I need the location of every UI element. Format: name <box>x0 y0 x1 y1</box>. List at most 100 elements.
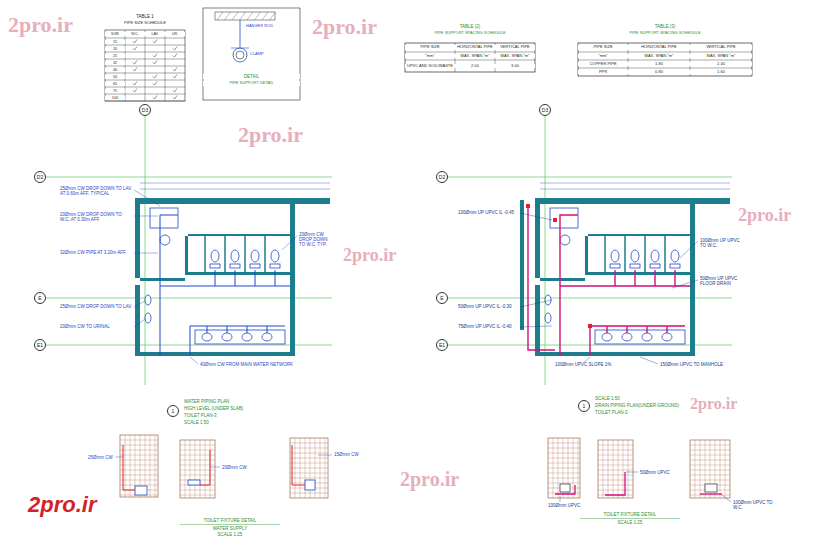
leader-line <box>318 455 332 456</box>
leader-line <box>134 301 145 307</box>
wall <box>520 200 524 330</box>
tile-joint <box>290 493 328 494</box>
tile-joint <box>120 475 158 476</box>
tile-joint <box>690 465 730 466</box>
tile-joint <box>598 465 633 466</box>
grid-label: 1 <box>583 404 586 409</box>
table-rule <box>105 66 185 67</box>
grid-label: D3 <box>142 108 148 113</box>
annotation-text: MAX. SPAN "m" <box>628 54 690 59</box>
dimension-line <box>140 189 330 190</box>
floor-drain <box>560 235 570 245</box>
annotation-text: 32 <box>105 61 125 65</box>
tile-joint <box>290 463 328 464</box>
leader-line <box>134 190 160 206</box>
toilet-symbol <box>671 250 679 262</box>
annotation-text: TOILET FIXTURE DETAIL <box>180 518 280 523</box>
watermark: 2pro.ir <box>8 12 73 37</box>
annotation-text: SIZE <box>105 32 125 36</box>
annotation-text: 15Ømm CW <box>334 452 359 457</box>
tile-joint <box>190 440 191 498</box>
wall <box>185 236 188 275</box>
grid-label: D2 <box>439 175 445 180</box>
pipe <box>247 326 248 333</box>
tile-joint <box>548 478 580 479</box>
vanity-counter <box>595 330 685 344</box>
pipe <box>606 326 607 333</box>
wall <box>690 204 695 354</box>
grid-line <box>448 298 732 299</box>
toilet-symbol <box>251 250 259 262</box>
tile-joint <box>120 440 158 441</box>
table-rule <box>105 38 185 39</box>
annotation-text: 65 <box>105 82 125 86</box>
leader-line <box>115 457 123 458</box>
leader-line <box>282 236 297 250</box>
annotation-text: WATER PIPING PLAN <box>184 399 229 404</box>
tile-joint <box>700 440 701 498</box>
table-frame <box>578 43 752 76</box>
annotation-text: PIPE SUPPORT SPACING SCHEDULE <box>578 31 752 36</box>
annotation-text: 25Ømm CW DROP DOWN TO LAV. AT 0.60m AFF.… <box>60 186 132 196</box>
wall <box>535 198 730 204</box>
grid-bubble: D2 <box>436 171 448 183</box>
tile-joint <box>603 440 604 498</box>
urinal-elevation <box>305 480 315 490</box>
tile-joint <box>690 445 730 446</box>
site-logo: 2pro.ir <box>28 492 96 517</box>
grid-bubble: D2 <box>34 171 46 183</box>
table-rule <box>105 59 185 60</box>
annotation-text: MAX. SPAN "m" <box>495 54 535 59</box>
tile-joint <box>598 470 633 471</box>
annotation-text: "mm" <box>578 54 628 59</box>
pipe-section <box>236 51 244 59</box>
table-rule <box>105 73 185 74</box>
toilet-elevation <box>560 484 570 492</box>
grid-label: E1 <box>37 343 43 348</box>
watermark: 2pro.ir <box>738 205 791 226</box>
annotation-text: PIPE SIZE <box>405 45 455 50</box>
riser-symbol <box>526 204 530 208</box>
pipe <box>555 485 575 494</box>
tile-joint <box>548 453 580 454</box>
clamp-bar <box>231 48 249 49</box>
tile-joint <box>690 495 730 496</box>
annotation-text: W.C. <box>125 32 145 36</box>
dimension-line <box>540 189 730 190</box>
tile-joint <box>628 440 629 498</box>
tile-wall <box>548 438 580 498</box>
annotation-text: HORIZONTAL PIPE <box>455 45 495 50</box>
annotation-text: SCALE 1:25 <box>180 532 280 537</box>
toilet-elevation <box>135 486 147 495</box>
pipe <box>123 445 135 490</box>
cistern-symbol <box>610 264 620 268</box>
table-rule <box>578 60 752 61</box>
tile-joint <box>290 468 328 469</box>
detail-frame <box>203 8 300 100</box>
pipe <box>255 270 256 286</box>
fixture-symbol <box>550 208 578 228</box>
tick-mark <box>133 82 137 86</box>
annotation-text: SCALE 1:50 <box>595 396 620 401</box>
annotation-text: 40Ømm CW FROM MAIN WATER NETWORK <box>200 362 310 367</box>
watermark: 2pro.ir <box>343 245 396 266</box>
annotation-text: DETAIL <box>203 74 300 79</box>
tile-joint <box>598 480 633 481</box>
cubicle-partition <box>264 236 266 272</box>
toilet-elevation <box>705 484 717 492</box>
tick-mark <box>133 89 137 93</box>
pipe <box>666 326 667 333</box>
grid-bubble: E <box>34 292 46 304</box>
annotation-text: 20Ømm CW DROP DOWN TO W.C. AT 0.30m AFF. <box>60 212 132 222</box>
annotation-text: HIGH LEVEL (UNDER SLAB) <box>184 406 243 411</box>
tick-mark <box>173 96 177 100</box>
wall <box>540 278 585 281</box>
section-mark: 1 <box>167 405 179 417</box>
tile-joint <box>120 480 158 481</box>
annotation-text: 100Ømm UP UPVC IL -0.45 <box>458 210 518 215</box>
watermark: 2pro.ir <box>312 14 377 39</box>
cubicle-partition <box>244 236 246 272</box>
hatch-line <box>217 12 223 20</box>
title-rule <box>580 518 680 519</box>
annotation-text: 25Ømm CW DROP DOWN TO LAV. <box>60 304 132 309</box>
